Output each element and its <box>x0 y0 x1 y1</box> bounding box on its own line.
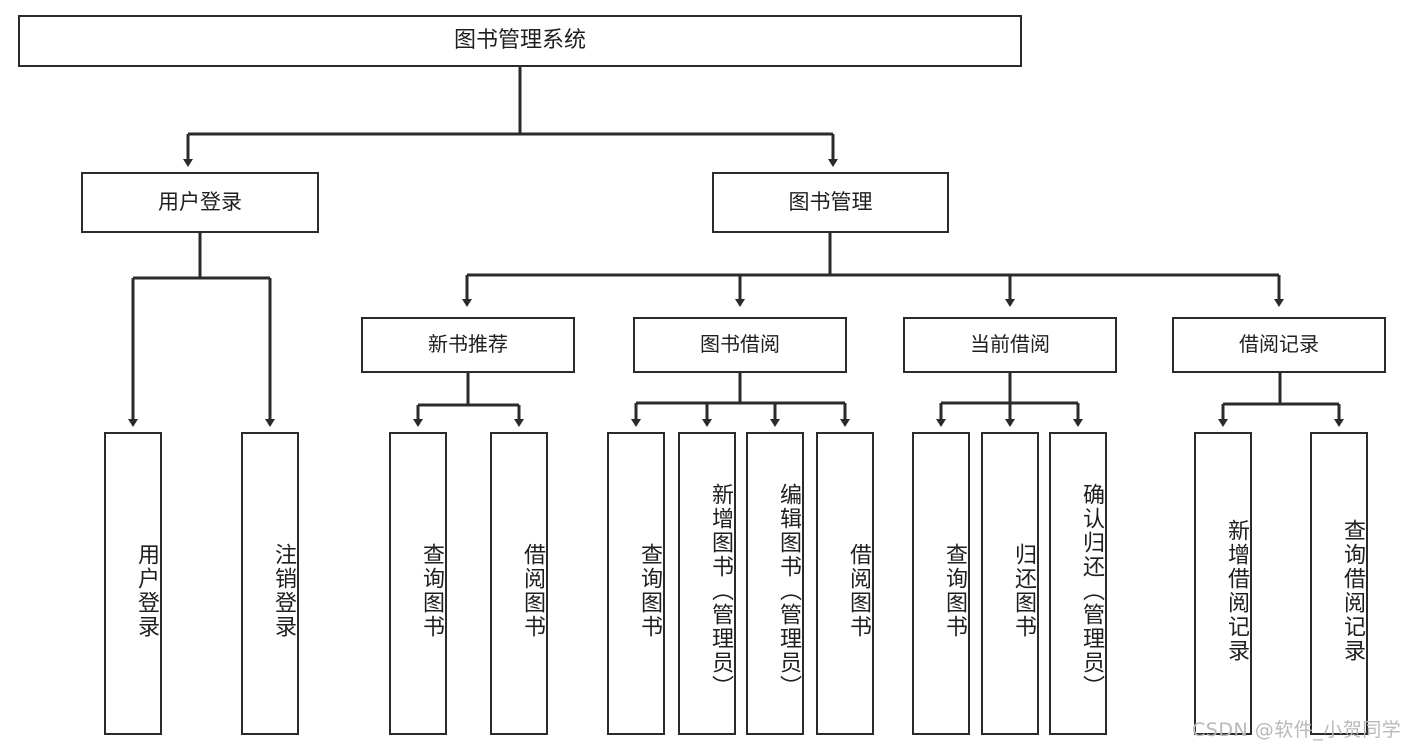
node-current-borrow[interactable]: 当前借阅 <box>903 317 1117 373</box>
node-borrow-record-label: 借阅记录 <box>1239 332 1319 357</box>
leaf-add-book-label: 新增图书（管理员） <box>708 482 733 699</box>
node-user-login[interactable]: 用户登录 <box>81 172 319 233</box>
leaf-borrow-book-1-label: 借阅图书 <box>520 542 545 639</box>
node-new-book-rec[interactable]: 新书推荐 <box>361 317 575 373</box>
node-book-manage[interactable]: 图书管理 <box>712 172 949 233</box>
leaf-edit-book[interactable]: 编辑图书（管理员） <box>746 432 804 735</box>
node-current-borrow-label: 当前借阅 <box>970 332 1050 357</box>
leaf-logout-login-label: 注销登录 <box>271 542 296 639</box>
leaf-borrow-book-2[interactable]: 借阅图书 <box>816 432 874 735</box>
leaf-query-book-3-label: 查询图书 <box>942 542 967 639</box>
node-root[interactable]: 图书管理系统 <box>18 15 1022 67</box>
leaf-query-book-1[interactable]: 查询图书 <box>389 432 447 735</box>
leaf-return-book[interactable]: 归还图书 <box>981 432 1039 735</box>
node-borrow-record[interactable]: 借阅记录 <box>1172 317 1386 373</box>
node-root-label: 图书管理系统 <box>453 27 586 53</box>
node-new-book-rec-label: 新书推荐 <box>428 332 508 357</box>
leaf-user-login[interactable]: 用户登录 <box>104 432 162 735</box>
leaf-confirm-return[interactable]: 确认归还（管理员） <box>1049 432 1107 735</box>
node-user-login-label: 用户登录 <box>158 190 242 215</box>
leaf-query-book-2-label: 查询图书 <box>637 542 662 639</box>
leaf-confirm-return-label: 确认归还（管理员） <box>1079 482 1104 699</box>
leaf-query-book-1-label: 查询图书 <box>419 542 444 639</box>
leaf-user-login-label: 用户登录 <box>134 542 159 639</box>
leaf-borrow-book-1[interactable]: 借阅图书 <box>490 432 548 735</box>
leaf-borrow-book-2-label: 借阅图书 <box>846 542 871 639</box>
leaf-edit-book-label: 编辑图书（管理员） <box>776 482 801 699</box>
leaf-add-record[interactable]: 新增借阅记录 <box>1194 432 1252 735</box>
node-book-borrow-label: 图书借阅 <box>700 332 780 357</box>
csdn-watermark: CSDN @软件_小贺同学 <box>1192 719 1402 741</box>
leaf-query-record-label: 查询借阅记录 <box>1340 518 1365 663</box>
leaf-add-record-label: 新增借阅记录 <box>1224 518 1249 663</box>
leaf-query-book-2[interactable]: 查询图书 <box>607 432 665 735</box>
leaf-return-book-label: 归还图书 <box>1011 542 1036 639</box>
node-book-borrow[interactable]: 图书借阅 <box>633 317 847 373</box>
leaf-add-book[interactable]: 新增图书（管理员） <box>678 432 736 735</box>
node-book-manage-label: 图书管理 <box>788 190 873 215</box>
leaf-logout-login[interactable]: 注销登录 <box>241 432 299 735</box>
leaf-query-record[interactable]: 查询借阅记录 <box>1310 432 1368 735</box>
leaf-query-book-3[interactable]: 查询图书 <box>912 432 970 735</box>
